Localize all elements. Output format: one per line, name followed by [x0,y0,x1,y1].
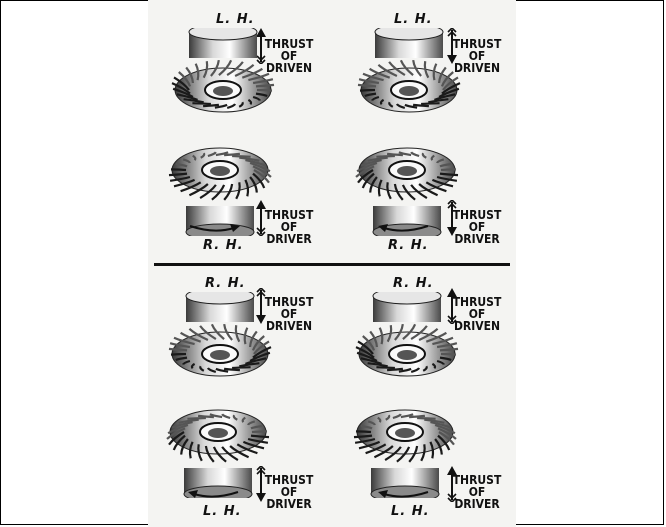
panel-2-bottom-hand: L. H. [203,504,242,519]
panel-1-driver-gear [352,130,462,236]
panel-0-bottom-hand: R. H. [203,238,244,253]
panel-0-top-hand: L. H. [216,12,255,27]
section-divider [154,263,510,266]
panel-1-top-hand: L. H. [394,12,433,27]
panel-0-driven-gear [168,28,278,128]
panel-1-rotation-arrow [376,222,432,236]
panel-2-driver-gear [163,392,273,498]
panel-1-driven-gear [354,28,464,128]
panel-3-driver-gear [350,392,460,498]
panel-3-top-hand: R. H. [393,276,434,291]
panel-0-driver-gear [165,130,275,236]
panel-2-driven-gear [165,292,275,392]
panel-3-rotation-arrow [376,488,432,502]
panel-3-driven-gear [352,292,462,392]
panel-2-rotation-arrow [186,488,242,502]
panel-0-rotation-arrow [186,222,242,236]
panel-1-bottom-hand: R. H. [388,238,429,253]
panel-2-top-hand: R. H. [205,276,246,291]
panel-3-bottom-hand: L. H. [391,504,430,519]
